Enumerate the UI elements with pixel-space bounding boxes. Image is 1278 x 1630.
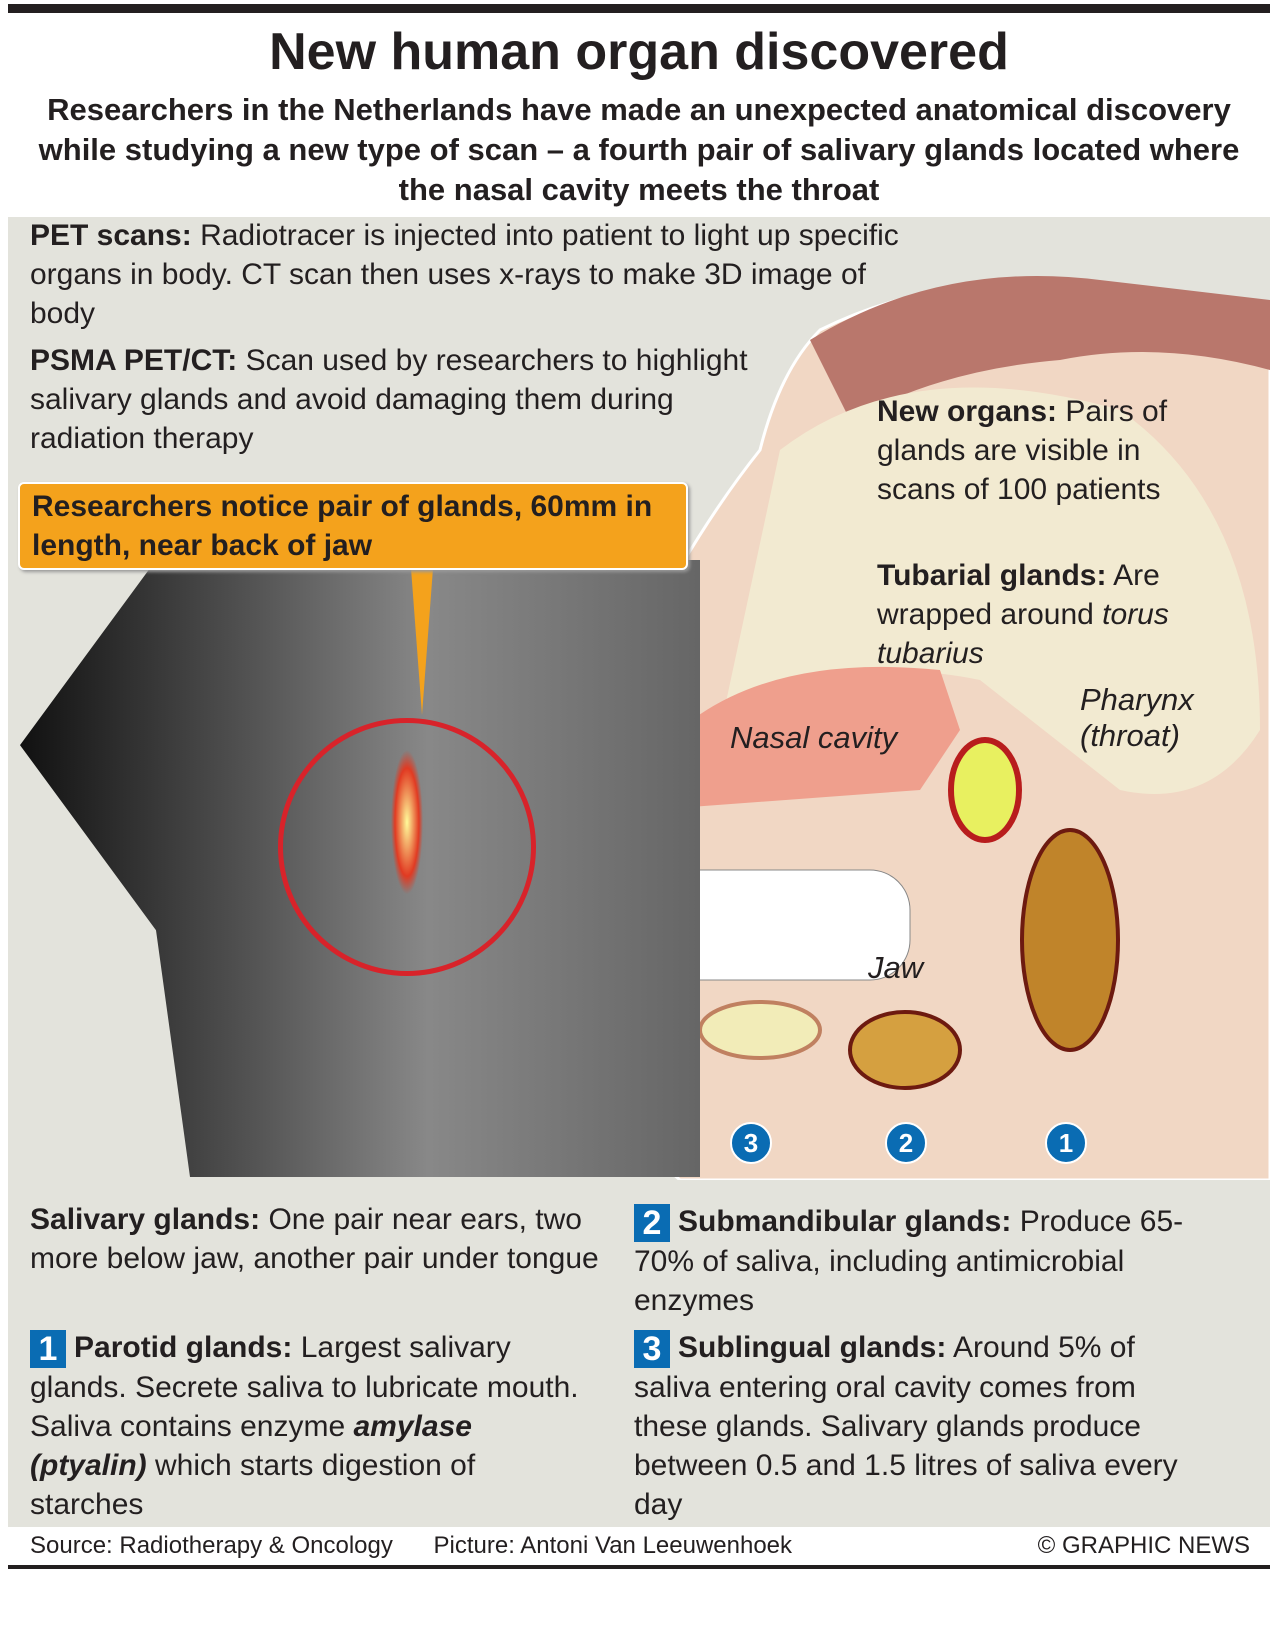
subtitle: Researchers in the Netherlands have made…	[38, 92, 1240, 207]
badge-1: 1	[1045, 1122, 1087, 1164]
page-title: New human organ discovered	[269, 23, 1009, 81]
parotid-gland	[1020, 828, 1120, 1052]
nasal-cavity	[650, 666, 960, 810]
bottom-rule	[8, 1565, 1270, 1569]
badge-2: 2	[885, 1122, 927, 1164]
label-nasal-cavity: Nasal cavity	[730, 720, 898, 755]
salivary-text: Salivary glands: One pair near ears, two…	[30, 1203, 599, 1275]
callout-box: Researchers notice pair of glands, 60mm …	[18, 482, 688, 570]
callout-pointer	[410, 555, 434, 715]
tubarial-gland	[948, 737, 1022, 843]
footer: Source: Radiotherapy & Oncology Picture:…	[30, 1532, 1250, 1560]
source-credit: Source: Radiotherapy & Oncology	[30, 1532, 393, 1559]
hair	[810, 276, 1270, 420]
scan-highlight-circle	[278, 718, 536, 976]
label-pharynx: Pharynx (throat)	[1080, 682, 1194, 753]
picture-credit: Picture: Antoni Van Leeuwenhoek	[433, 1532, 793, 1559]
label-jaw: Jaw	[868, 950, 924, 985]
sublingual-gland	[698, 1000, 822, 1060]
copyright: © GRAPHIC NEWS	[1037, 1532, 1250, 1559]
badge-3: 3	[730, 1122, 772, 1164]
tubarial-text: Tubarial glands: Are wrapped around toru…	[877, 559, 1169, 670]
pet-scans-text: PET scans: Radiotracer is injected into …	[30, 219, 899, 330]
submandibular-gland	[848, 1010, 962, 1090]
skull	[720, 387, 1260, 794]
new-organs-text: New organs: Pairs of glands are visible …	[877, 395, 1168, 506]
top-rule	[8, 4, 1270, 13]
psma-text: PSMA PET/CT: Scan used by researchers to…	[30, 344, 748, 455]
